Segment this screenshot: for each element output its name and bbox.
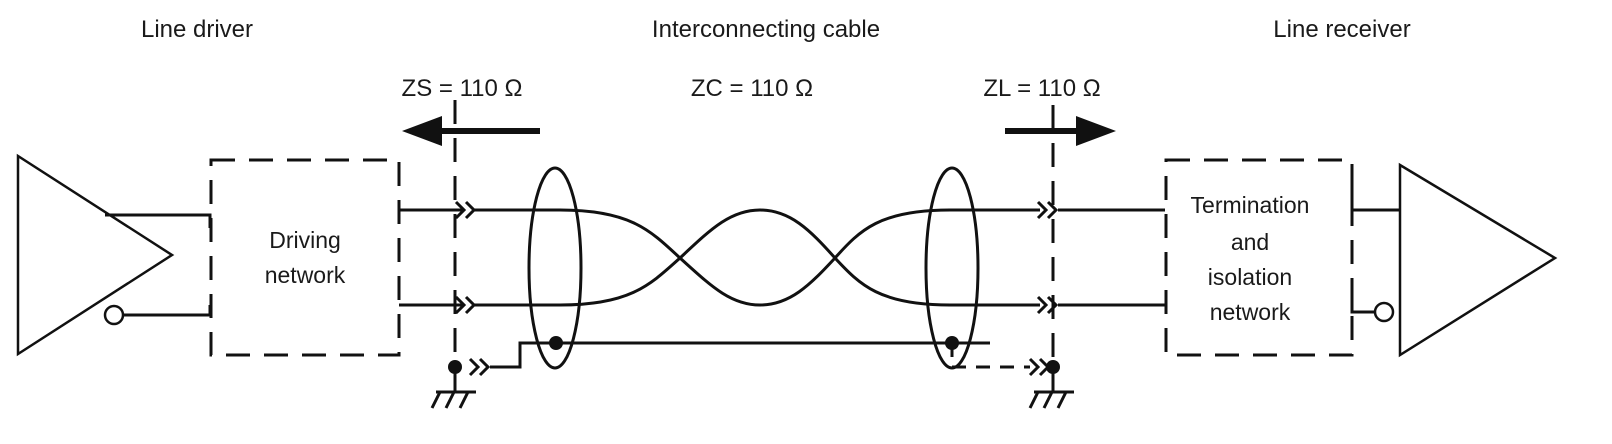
right-shield-to-ground	[950, 343, 1030, 369]
interconnecting-cable-label: Interconnecting cable	[652, 16, 880, 43]
driving-network-box	[209, 158, 401, 357]
left-ground-icon	[430, 360, 476, 409]
left-shield-ellipse	[527, 166, 583, 370]
line-receiver-triangle	[1373, 162, 1558, 358]
line-receiver-label: Line receiver	[1273, 16, 1410, 43]
receiver-lower-lead	[1350, 290, 1374, 314]
source-impedance-label: ZS = 110 Ω	[402, 75, 523, 102]
twisted-pair-cable	[474, 208, 1040, 307]
line-driver-label: Line driver	[141, 16, 253, 43]
driving-network-line2: network	[265, 262, 346, 288]
termination-line2: and	[1231, 229, 1269, 255]
line-driver-triangle	[16, 153, 212, 357]
termination-network-box	[1164, 158, 1354, 357]
driving-network-line1: Driving	[269, 227, 341, 253]
termination-line4: network	[1210, 299, 1291, 325]
left-connector-chevrons	[454, 200, 491, 377]
load-impedance-label: ZL = 110 Ω	[983, 75, 1100, 102]
right-arrow	[1005, 116, 1116, 146]
termination-line3: isolation	[1208, 264, 1292, 290]
inverting-output-bubble	[103, 304, 125, 326]
inverting-input-bubble	[1373, 301, 1395, 323]
cable-impedance-label: ZC = 110 Ω	[691, 75, 813, 102]
right-connector-chevrons	[1028, 200, 1059, 377]
termination-line1: Termination	[1191, 192, 1310, 218]
receiver-upper-lead	[1350, 180, 1400, 212]
left-arrow	[402, 116, 540, 146]
left-shield-to-ground	[490, 341, 556, 369]
right-ground-icon	[1028, 360, 1074, 409]
